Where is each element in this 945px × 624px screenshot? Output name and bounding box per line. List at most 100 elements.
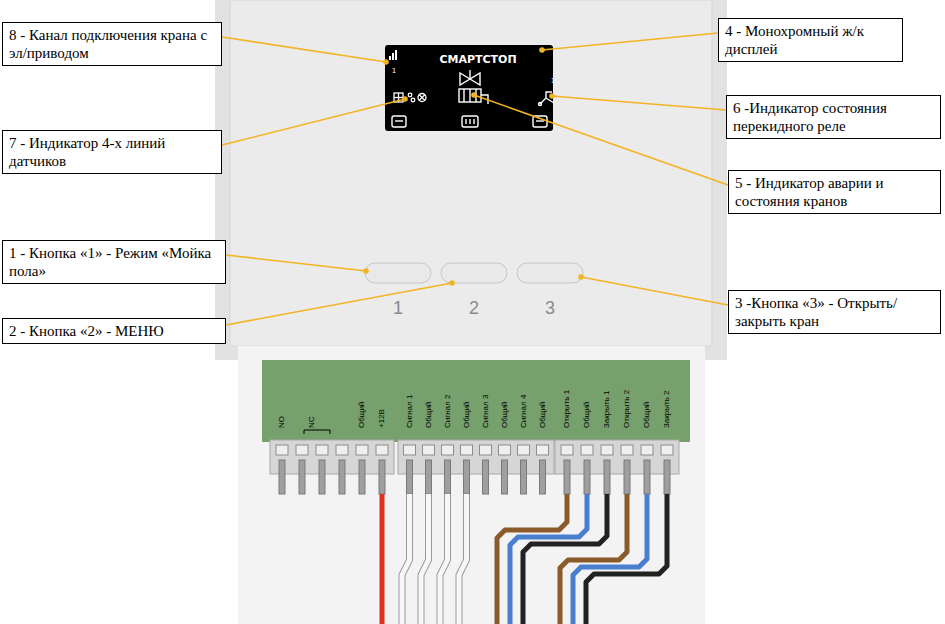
menu-icons xyxy=(392,116,547,127)
callout-text: 4 - Монохромный ж/к дисплей xyxy=(725,22,896,58)
terminal-hole xyxy=(581,445,593,455)
signal-icon xyxy=(389,50,397,60)
terminal-label: Закрыть 2 xyxy=(662,391,672,428)
menu-icon-line xyxy=(395,120,403,121)
menu-icon-line xyxy=(465,119,466,124)
button-3 xyxy=(517,263,583,283)
white-wires xyxy=(402,494,467,624)
sensor-line xyxy=(394,97,403,98)
leader-line xyxy=(474,95,728,185)
callout-box: 2 - Кнопка «2» - МЕНЮ xyxy=(2,318,226,344)
front-panel xyxy=(230,0,712,346)
leader-line xyxy=(222,37,386,62)
terminal-lever xyxy=(464,460,470,494)
terminal-lever xyxy=(584,460,590,494)
terminal-lever xyxy=(564,460,570,494)
terminal-label: Сигнал 4 xyxy=(519,395,529,428)
terminal-label: +12В xyxy=(377,409,387,428)
terminal-housing xyxy=(555,440,679,474)
terminal-label: Сигнал 1 xyxy=(405,395,415,428)
callout-text: 3 -Кнопка «3» - Открыть/закрыть кран xyxy=(735,294,934,330)
terminal-lever xyxy=(379,460,385,494)
menu-icon-line xyxy=(469,119,470,124)
terminal-lever xyxy=(279,460,285,494)
terminal-hole xyxy=(480,445,492,455)
terminal-lever xyxy=(299,460,305,494)
leader-line xyxy=(226,283,452,325)
display-number: 1 xyxy=(551,77,555,85)
leader-line xyxy=(581,277,728,305)
leader-line xyxy=(552,96,726,110)
terminal-lever xyxy=(407,460,413,494)
terminal-hole xyxy=(621,445,633,455)
terminal-lever xyxy=(521,460,527,494)
leader-dot xyxy=(472,93,476,97)
leader-dot xyxy=(540,48,544,52)
callout-text: 5 - Индикатор аварии и состояния кранов xyxy=(735,174,934,210)
wire-outline xyxy=(421,494,429,624)
white-wire xyxy=(440,494,448,624)
black-wire xyxy=(586,494,667,624)
leader-lines xyxy=(222,33,728,325)
callout-box: 5 - Индикатор аварии и состояния кранов xyxy=(728,170,941,214)
terminal-hole xyxy=(423,445,435,455)
terminal-hole xyxy=(356,445,368,455)
nc-bracket xyxy=(304,430,330,434)
terminal-label: Общий xyxy=(424,402,434,428)
terminal-hole xyxy=(376,445,388,455)
terminal-label: Открыть 2 xyxy=(622,390,632,428)
signal-bar xyxy=(392,53,394,60)
callout-text: 8 - Канал подключения крана с эл/приводо… xyxy=(9,26,215,62)
terminal-label: Открыть 1 xyxy=(562,390,572,428)
white-wire xyxy=(459,494,467,624)
terminal-housing xyxy=(270,440,394,474)
menu-icon xyxy=(392,116,406,127)
wire-outline xyxy=(402,494,410,624)
circuit-board xyxy=(262,360,690,442)
button-number: 1 xyxy=(393,298,403,319)
callout-box: 8 - Канал подключения крана с эл/приводо… xyxy=(2,22,222,66)
white-wire-outlines xyxy=(402,494,467,624)
valve-line xyxy=(469,89,470,102)
relay-icon xyxy=(539,92,555,106)
red-wire xyxy=(380,494,385,624)
terminal-label: Общий xyxy=(462,402,472,428)
callout-text: 1 - Кнопка «1» - Режим «Мойка пола» xyxy=(9,244,219,280)
terminal-lever xyxy=(426,460,432,494)
sensor-dot xyxy=(411,98,415,102)
callout-text: 6 -Индикатор состояния перекидного реле xyxy=(733,99,934,135)
sensor-line xyxy=(419,95,425,101)
callout-box: 3 -Кнопка «3» - Открыть/закрыть кран xyxy=(728,290,941,334)
terminal-hole xyxy=(537,445,549,455)
terminal-label: Общий xyxy=(642,402,652,428)
white-wire xyxy=(402,494,410,624)
leader-dot xyxy=(550,94,554,98)
leader-line xyxy=(226,255,366,271)
display-title: СМАРТСТОП xyxy=(439,54,516,67)
terminal-compartment xyxy=(238,346,705,624)
relay-pin xyxy=(539,103,542,106)
wire-outline xyxy=(440,494,448,624)
terminal-label: NO xyxy=(277,416,287,428)
terminal-label: Закрыть 1 xyxy=(602,391,612,428)
terminal-label: Сигнал 2 xyxy=(443,395,453,428)
callout-box: 1 - Кнопка «1» - Режим «Мойка пола» xyxy=(2,240,226,284)
leader-line xyxy=(222,99,405,145)
terminal-lever xyxy=(445,460,451,494)
lcd-display xyxy=(385,45,553,131)
display-number: 1 xyxy=(392,67,396,75)
leader-dot xyxy=(579,275,583,279)
button-number: 3 xyxy=(545,298,555,319)
terminal-lever xyxy=(359,460,365,494)
sensor-dot xyxy=(408,93,412,97)
terminal-lever xyxy=(502,460,508,494)
callout-box: 4 - Монохромный ж/к дисплей xyxy=(718,18,903,62)
leader-line xyxy=(542,33,718,50)
terminal-hole xyxy=(641,445,653,455)
wires xyxy=(382,494,667,624)
signal-bar xyxy=(389,56,391,60)
terminal-label: NC xyxy=(307,416,317,428)
terminal-hole xyxy=(336,445,348,455)
terminal-hole xyxy=(561,445,573,455)
sensor-circle xyxy=(418,94,426,102)
